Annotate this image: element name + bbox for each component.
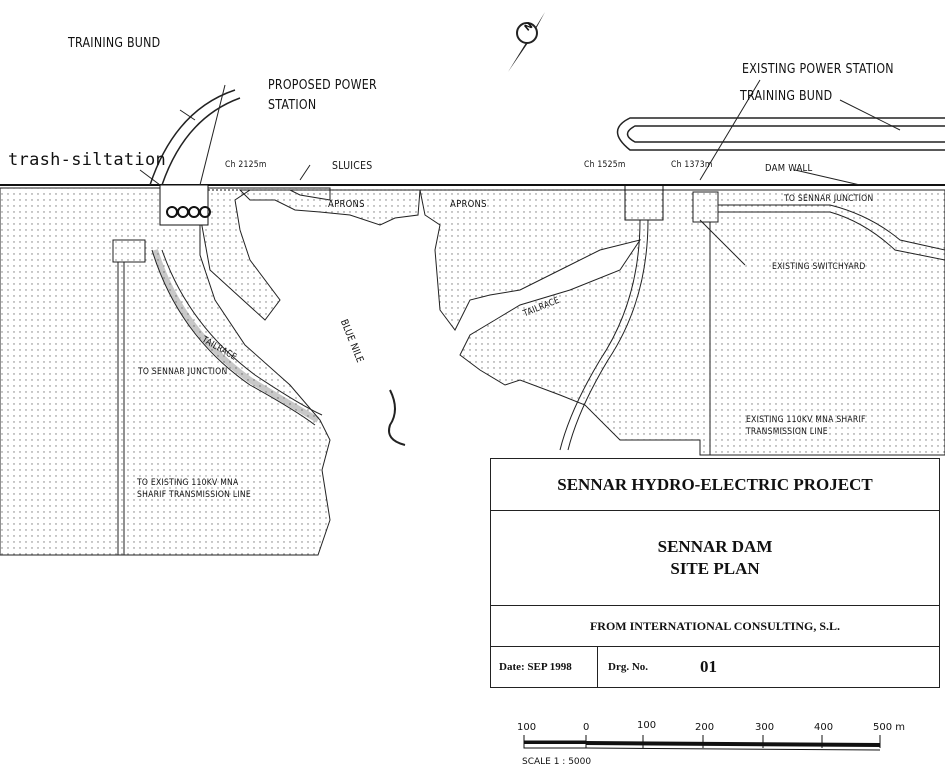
label-training-bund-left: TRAINING BUND [68, 36, 161, 51]
project-title: SENNAR HYDRO-ELECTRIC PROJECT [491, 459, 939, 511]
label-trash-siltation: trash-siltation [8, 150, 167, 170]
label-dam-wall: DAM WALL [765, 163, 813, 174]
label-to-existing-line-1: TO EXISTING 110KV MNA [137, 478, 239, 488]
scale-tick-label: 200 [695, 722, 715, 733]
label-sluices: SLUICES [332, 159, 373, 172]
date-drawing-row: Date: SEP 1998 Drg. No. 01 [491, 647, 939, 687]
scale-tick-label: 500 m [873, 722, 906, 733]
label-to-existing-line-2: SHARIF TRANSMISSION LINE [137, 490, 251, 500]
scale-tick-label: 100 [637, 720, 657, 731]
turbine-units [166, 206, 211, 218]
title-block: SENNAR HYDRO-ELECTRIC PROJECT SENNAR DAM… [490, 458, 940, 688]
training-bund-left [149, 89, 241, 186]
scale-tick-label: 100 [517, 722, 537, 733]
label-proposed-power-station-2: STATION [268, 98, 317, 113]
label-existing-power-station: EXISTING POWER STATION [742, 62, 894, 77]
label-aprons-1: APRONS [328, 199, 365, 210]
scale-tick-label: 400 [814, 722, 834, 733]
label-to-sennar-junction-right: TO SENNAR JUNCTION [784, 194, 874, 204]
label-proposed-power-station-1: PROPOSED POWER [268, 78, 377, 93]
drawing-title-line-2: SITE PLAN [670, 559, 760, 578]
label-ch-1525: Ch 1525m [584, 160, 626, 170]
proposed-power-station-block [159, 184, 209, 226]
label-aprons-2: APRONS [450, 199, 487, 210]
north-arrow-icon [508, 12, 545, 72]
scale-bar [523, 735, 881, 751]
drawing-title-line-1: SENNAR DAM [657, 537, 773, 556]
river-flow-arrow [388, 389, 406, 446]
drawing-number: 01 [700, 657, 718, 676]
drawing-title: SENNAR DAM SITE PLAN [491, 511, 939, 606]
scale-tick-label: 0 [583, 722, 590, 733]
label-ch-1373: Ch 1373m [671, 160, 713, 170]
tailrace-left [152, 249, 320, 423]
existing-switchyard-block [692, 191, 719, 223]
existing-power-station-block [624, 184, 664, 221]
label-training-bund-right: TRAINING BUND [740, 89, 833, 104]
left-switchyard [112, 239, 146, 263]
drawing-number-label: Drg. No. [608, 661, 649, 673]
training-bund-right [616, 117, 945, 151]
date-value: SEP 1998 [527, 661, 572, 673]
date-label: Date: [499, 661, 525, 673]
transmission-line-right [718, 204, 945, 261]
tailrace-right-channel [559, 219, 649, 451]
label-existing-switchyard: EXISTING SWITCHYARD [772, 262, 866, 272]
source-line: FROM INTERNATIONAL CONSULTING, S.L. [491, 606, 939, 647]
label-existing-line-right-1: EXISTING 110KV MNA SHARIF [746, 415, 866, 425]
right-bank-land [419, 189, 945, 456]
label-ch-2125: Ch 2125m [225, 160, 267, 170]
label-existing-line-right-2: TRANSMISSION LINE [746, 427, 828, 437]
aprons-area [238, 189, 421, 226]
scale-caption: SCALE 1 : 5000 [522, 757, 592, 767]
label-to-sennar-junction-left: TO SENNAR JUNCTION [138, 367, 228, 377]
scale-tick-label: 300 [755, 722, 775, 733]
